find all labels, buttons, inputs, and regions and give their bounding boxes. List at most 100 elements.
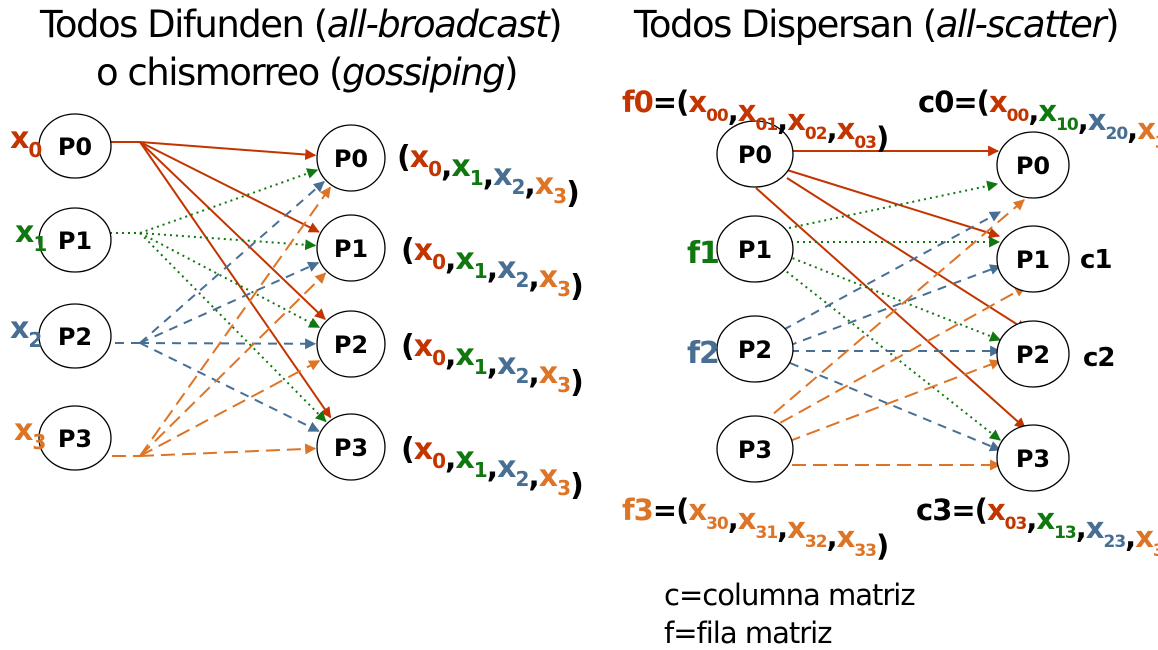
broadcast-target-p3: P3 [316, 413, 386, 481]
broadcast-source-p3-circle [38, 405, 112, 471]
broadcast-source-var-0: x0 [10, 121, 41, 162]
broadcast-source-p2-label: P2 [58, 323, 92, 351]
broadcast-source-p2: P2 [38, 303, 112, 369]
broadcast-target-p1: P1 [316, 214, 386, 282]
broadcast-result-3: (x0,x1,x2,x3) [401, 432, 583, 503]
scatter-title-close: ) [1105, 3, 1119, 46]
scatter-edge-p2-to-p1 [787, 264, 1002, 347]
scatter-title-text: Todos Dispersan ( [634, 3, 937, 46]
scatter-row-label-f1: f1 [687, 236, 719, 271]
broadcast-edge-p2-to-p1 [139, 261, 320, 344]
broadcast-subtitle: o chismorreo (gossiping) [96, 51, 519, 94]
scatter-source-p3-label: P3 [738, 436, 772, 464]
scatter-row-label-f2: f2 [687, 336, 719, 371]
broadcast-edge-p3-to-p2 [139, 359, 321, 457]
broadcast-edge-p2-to-p2 [139, 338, 317, 350]
scatter-target-p3-circle [996, 424, 1070, 492]
scatter-edge-p3-to-p1 [761, 286, 1026, 434]
scatter-target-p3: P3 [996, 424, 1070, 492]
scatter-edge-p0-to-p1 [786, 169, 1001, 239]
broadcast-subtitle-close: ) [504, 51, 518, 94]
scatter-edge-p1-to-p3 [781, 267, 1001, 441]
broadcast-edge-p2-to-p3 [139, 342, 320, 432]
scatter-edge-p0-to-p3 [755, 187, 1026, 429]
broadcast-edge-p0-to-p3 [139, 141, 332, 419]
scatter-target-p0: P0 [996, 131, 1070, 199]
legend-row: f=fila matriz [664, 616, 832, 650]
scatter-source-p0: P0 [716, 120, 794, 188]
broadcast-target-p1-circle [316, 214, 386, 282]
broadcast-source-var-3: x3 [14, 413, 45, 454]
broadcast-edge-p3-to-p1 [139, 272, 327, 457]
scatter-source-p2: P2 [716, 315, 794, 383]
broadcast-target-p1-label: P1 [334, 235, 368, 263]
scatter-source-p1: P1 [716, 215, 794, 283]
broadcast-result-1: (x0,x1,x2,x3) [401, 233, 583, 304]
scatter-title-italic: all-scatter [935, 3, 1107, 46]
legend-column: c=columna matriz [664, 578, 916, 612]
broadcast-source-p0-circle [38, 113, 112, 179]
scatter-target-p2-label: P2 [1016, 341, 1050, 369]
broadcast-source-p0-label: P0 [58, 133, 92, 161]
broadcast-target-p0-label: P0 [334, 145, 368, 173]
broadcast-source-p1: P1 [38, 207, 112, 273]
broadcast-edge-p0-to-p0 [139, 141, 317, 161]
scatter-target-p0-label: P0 [1016, 152, 1050, 180]
broadcast-target-p0-circle [316, 124, 386, 192]
broadcast-result-2: (x0,x1,x2,x3) [401, 329, 583, 400]
scatter-edge-p1-to-p2 [786, 255, 1002, 342]
scatter-f3-tuple: f3=(x30,x31,x32,x33) [622, 493, 888, 563]
scatter-title: Todos Dispersan (all-scatter) [634, 3, 1120, 46]
broadcast-title-text: Todos Difunden ( [40, 3, 328, 46]
scatter-source-p1-label: P1 [738, 236, 772, 264]
broadcast-target-p2-circle [316, 310, 386, 378]
broadcast-source-p3-label: P3 [58, 425, 92, 453]
scatter-c0-tuple: c0=(x00,x10,x20,x30) [918, 85, 1158, 155]
scatter-c3-tuple: c3=(x03,x13,x23,x33) [916, 493, 1158, 563]
broadcast-edge-p2-to-p0 [139, 180, 325, 344]
broadcast-subtitle-italic: gossiping [342, 51, 506, 94]
broadcast-source-p1-circle [38, 207, 112, 273]
broadcast-edge-p0-to-p2 [139, 141, 326, 320]
scatter-col-label-c2: c2 [1083, 343, 1115, 373]
broadcast-source-p0: P0 [38, 113, 112, 179]
broadcast-edge-p1-to-p0 [139, 168, 319, 234]
scatter-target-p2-circle [996, 320, 1070, 388]
broadcast-title-italic: all-broadcast [326, 3, 550, 46]
scatter-edge-p0-to-p2 [786, 177, 1027, 331]
broadcast-edge-p1-to-p3 [139, 232, 327, 423]
scatter-source-p3-circle [716, 415, 794, 483]
broadcast-source-p1-label: P1 [58, 227, 92, 255]
broadcast-target-p2: P2 [316, 310, 386, 378]
broadcast-source-var-1: x1 [15, 215, 46, 256]
scatter-target-p1: P1 [996, 225, 1070, 293]
scatter-source-p0-circle [716, 120, 794, 188]
broadcast-target-p0: P0 [316, 124, 386, 192]
scatter-target-p1-circle [996, 225, 1070, 293]
broadcast-source-p3: P3 [38, 405, 112, 471]
scatter-source-p1-circle [716, 215, 794, 283]
scatter-col-label-c1: c1 [1080, 245, 1112, 275]
scatter-f0-tuple: f0=(x00,x01,x02,x03) [622, 85, 888, 155]
broadcast-target-p3-circle [316, 413, 386, 481]
broadcast-title-close: ) [548, 3, 562, 46]
scatter-source-p0-label: P0 [738, 141, 772, 169]
broadcast-source-p2-circle [38, 303, 112, 369]
scatter-target-p0-circle [996, 131, 1070, 199]
scatter-target-p3-label: P3 [1016, 445, 1050, 473]
scatter-edge-p2-to-p3 [789, 362, 1002, 452]
broadcast-target-p3-label: P3 [334, 434, 368, 462]
broadcast-target-p2-label: P2 [334, 331, 368, 359]
broadcast-title: Todos Difunden (all-broadcast) [40, 3, 563, 46]
scatter-edge-p3-to-p2 [786, 359, 1002, 443]
broadcast-edge-p1-to-p1 [139, 232, 317, 251]
scatter-source-p2-label: P2 [738, 336, 772, 364]
broadcast-subtitle-text: o chismorreo ( [96, 51, 344, 94]
scatter-target-p1-label: P1 [1016, 246, 1050, 274]
scatter-target-p2: P2 [996, 320, 1070, 388]
broadcast-edge-p1-to-p2 [139, 232, 321, 329]
broadcast-edge-p3-to-p0 [139, 186, 332, 457]
scatter-edge-p3-to-p0 [757, 199, 1025, 428]
scatter-source-p3: P3 [716, 415, 794, 483]
